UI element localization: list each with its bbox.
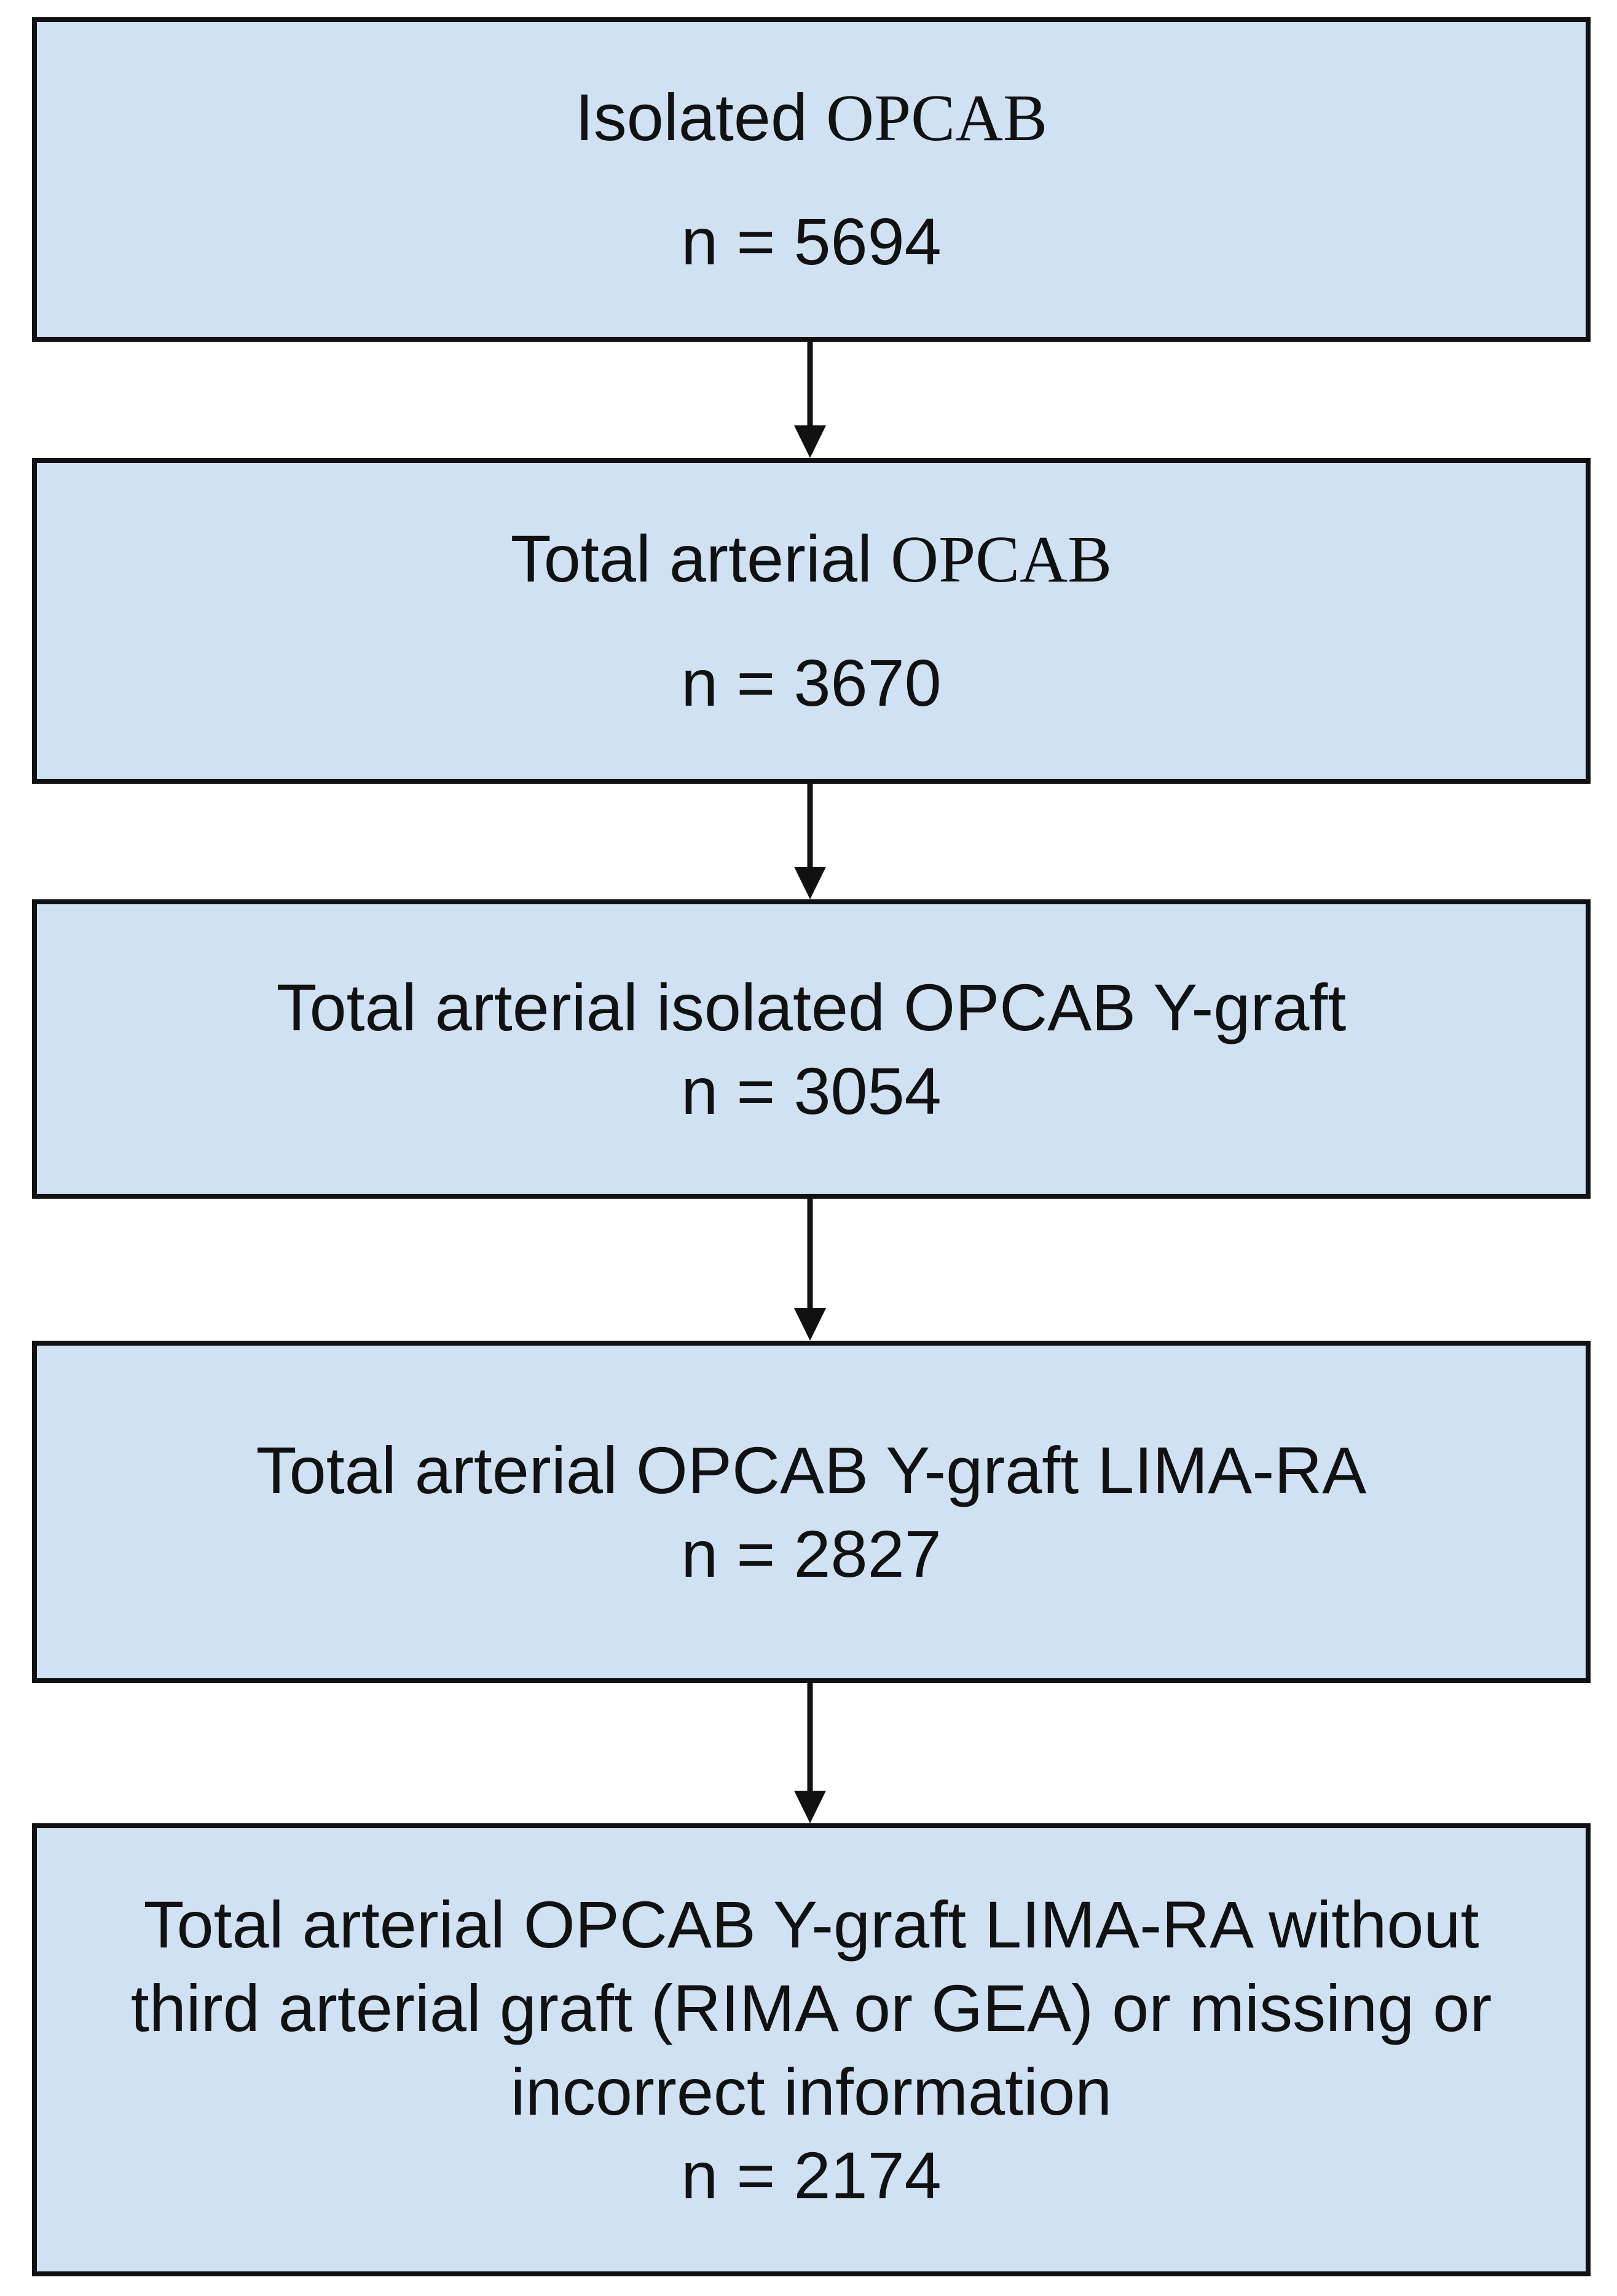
- step-2-label: Total arterial OPCAB: [511, 517, 1112, 602]
- step-box-final-cohort: Total arterial OPCAB Y-graft LIMA-RA wit…: [32, 1823, 1591, 2276]
- arrow-2-head: [794, 867, 826, 899]
- step-2-label-sans: Total arterial: [510, 521, 873, 596]
- arrow-3-head: [794, 1308, 826, 1341]
- step-1-label: Isolated OPCAB: [575, 76, 1047, 160]
- step-5-label-line-2: third arterial graft (RIMA or GEA) or mi…: [130, 1970, 1492, 2045]
- step-1-label-serif: OPCAB: [826, 82, 1048, 155]
- arrow-4-head: [794, 1791, 826, 1823]
- step-2-count: n = 3670: [681, 645, 942, 720]
- step-5-count: n = 2174: [681, 2137, 942, 2212]
- step-box-y-graft-lima-ra: Total arterial OPCAB Y-graft LIMA-RA n =…: [32, 1341, 1591, 1683]
- step-1-label-sans: Isolated: [575, 80, 808, 154]
- step-3-label: Total arterial isolated OPCAB Y-graft: [276, 969, 1347, 1044]
- step-1-count: n = 5694: [681, 204, 942, 278]
- step-5-label-line-1: Total arterial OPCAB Y-graft LIMA-RA wit…: [143, 1887, 1479, 1962]
- step-5-label-line-3: incorrect information: [510, 2054, 1112, 2129]
- step-4-label: Total arterial OPCAB Y-graft LIMA-RA: [256, 1432, 1367, 1507]
- arrow-1-head: [794, 425, 826, 458]
- step-3-count: n = 3054: [681, 1053, 942, 1128]
- step-box-isolated-opcab: Isolated OPCAB n = 5694: [32, 17, 1591, 342]
- step-4-count: n = 2827: [681, 1516, 942, 1591]
- step-2-label-serif: OPCAB: [891, 523, 1112, 596]
- step-box-total-arterial-opcab: Total arterial OPCAB n = 3670: [32, 458, 1591, 784]
- step-box-isolated-opcab-y-graft: Total arterial isolated OPCAB Y-graft n …: [32, 899, 1591, 1199]
